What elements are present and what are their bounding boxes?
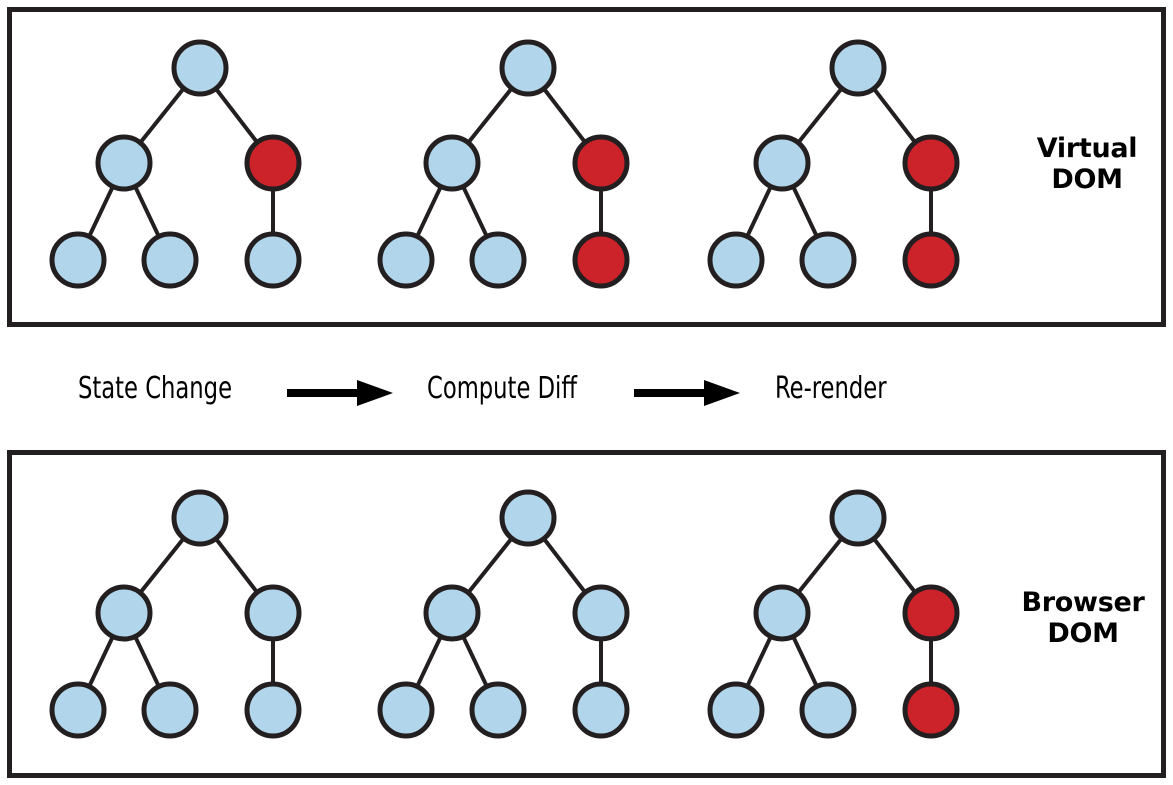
tree-virtual-dom-tree-3 [707, 39, 960, 289]
flow-step-re-render: Re-render [775, 371, 887, 406]
tree-node [829, 39, 887, 97]
tree-node-changed [244, 134, 302, 192]
tree-node-changed [572, 134, 630, 192]
virtual-dom-label: Virtual DOM [1036, 133, 1138, 195]
tree-node [171, 39, 229, 97]
tree-node [753, 134, 811, 192]
tree-browser-dom-tree-2 [377, 489, 630, 739]
tree-node [423, 584, 481, 642]
tree-node-changed [902, 681, 960, 739]
arrow-right-icon [634, 377, 740, 409]
tree-node-changed [902, 134, 960, 192]
tree-node [244, 584, 302, 642]
tree-node [141, 231, 199, 289]
tree-node-changed [572, 231, 630, 289]
flow-row: State Change Compute Diff Re-render [0, 363, 1000, 415]
tree-node [469, 231, 527, 289]
tree-node [499, 489, 557, 547]
flow-step-compute-diff: Compute Diff [427, 371, 577, 406]
browser-dom-label: Browser DOM [1021, 587, 1145, 649]
tree-node [244, 231, 302, 289]
tree-node [753, 584, 811, 642]
tree-node [829, 489, 887, 547]
tree-node [49, 231, 107, 289]
tree-node [244, 681, 302, 739]
tree-node [95, 584, 153, 642]
tree-node [49, 681, 107, 739]
arrow-right-icon [287, 377, 393, 409]
tree-node [707, 231, 765, 289]
tree-node [377, 231, 435, 289]
tree-node [707, 681, 765, 739]
tree-virtual-dom-tree-1 [49, 39, 302, 289]
tree-node [171, 489, 229, 547]
tree-node [423, 134, 481, 192]
tree-node [572, 681, 630, 739]
tree-node-changed [902, 231, 960, 289]
tree-virtual-dom-tree-2 [377, 39, 630, 289]
tree-node [95, 134, 153, 192]
tree-node-changed [902, 584, 960, 642]
flow-step-state-change: State Change [78, 371, 233, 406]
tree-node [377, 681, 435, 739]
tree-node [469, 681, 527, 739]
tree-node [572, 584, 630, 642]
tree-node [499, 39, 557, 97]
tree-node [141, 681, 199, 739]
tree-browser-dom-tree-3 [707, 489, 960, 739]
tree-node [799, 681, 857, 739]
tree-browser-dom-tree-1 [49, 489, 302, 739]
tree-node [799, 231, 857, 289]
